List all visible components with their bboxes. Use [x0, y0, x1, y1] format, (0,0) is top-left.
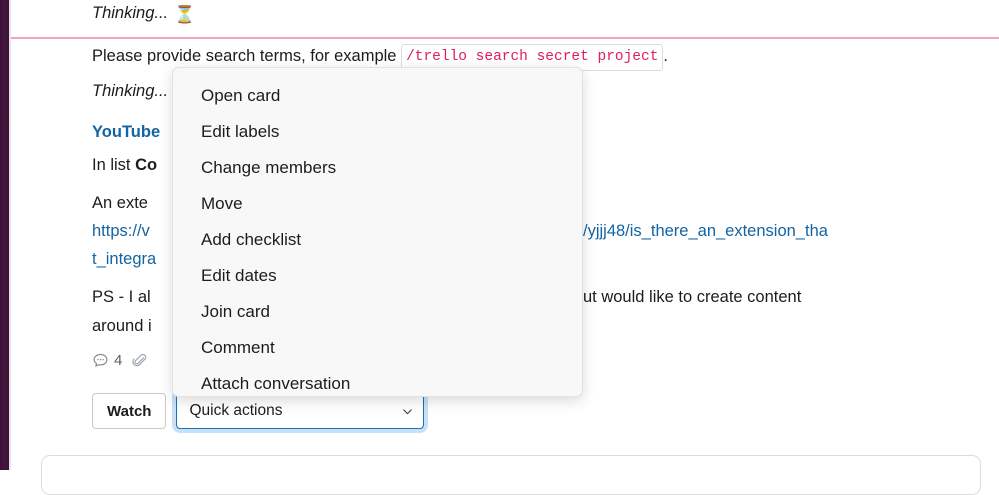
quick-actions-dropdown-menu[interactable]: Open card Edit labels Change members Mov… — [172, 67, 583, 397]
comment-count-item[interactable]: 4 — [92, 352, 122, 369]
menu-item-edit-labels[interactable]: Edit labels — [201, 122, 280, 141]
message-divider — [11, 37, 999, 39]
menu-item-change-members[interactable]: Change members — [201, 158, 337, 177]
example-command-code: /trello search secret project — [401, 44, 664, 71]
ps-line-left: PS - I al — [92, 288, 151, 306]
menu-item-attach-conversation[interactable]: Attach conversation — [201, 374, 351, 393]
watch-button[interactable]: Watch — [92, 393, 167, 429]
menu-item-edit-dates[interactable]: Edit dates — [201, 266, 277, 285]
ps-line-second: around i — [92, 317, 152, 335]
message-pane: Thinking... ⏳ Please provide search terms… — [11, 0, 999, 495]
comment-count-label: 4 — [114, 352, 123, 369]
quick-actions-selected-value: Quick actions — [189, 402, 283, 419]
hourglass-emoji: ⏳ — [174, 5, 196, 24]
menu-item-comment[interactable]: Comment — [201, 338, 275, 357]
menu-item-add-checklist[interactable]: Add checklist — [201, 230, 302, 249]
attachment-item[interactable] — [131, 352, 148, 369]
thinking-status-second-label: Thinking... — [92, 82, 169, 100]
thinking-status-top-label: Thinking... — [92, 4, 169, 22]
thinking-status-top: Thinking... ⏳ — [92, 4, 195, 25]
card-actions-row: Watch Quick actions — [92, 393, 425, 429]
card-url-wrap: t_integra — [92, 248, 156, 270]
card-title-link[interactable]: YouTube — [92, 121, 160, 143]
message-composer[interactable] — [41, 455, 981, 495]
card-url-head-text[interactable]: https://v — [92, 222, 150, 240]
card-url-wrap-text[interactable]: t_integra — [92, 250, 157, 268]
thinking-status-second: Thinking... — [92, 82, 168, 101]
card-list-prefix: In list — [92, 156, 136, 174]
card-meta-row: 4 — [92, 352, 148, 369]
quick-actions-select[interactable]: Quick actions — [176, 393, 425, 429]
app-rail — [0, 0, 9, 470]
card-description-line: An exte — [92, 194, 148, 212]
menu-item-join-card[interactable]: Join card — [201, 302, 270, 321]
menu-item-open-card[interactable]: Open card — [201, 86, 281, 105]
card-title-text: YouTube — [92, 123, 161, 141]
prompt-prefix-text: Please provide search terms, for example — [92, 47, 397, 65]
card-list-name: Co — [135, 156, 158, 174]
comment-bubble-icon — [92, 352, 109, 369]
paperclip-icon — [131, 352, 148, 369]
chevron-down-icon — [401, 405, 413, 417]
ps-line-right: ut would like to create content — [583, 288, 802, 306]
prompt-line: Please provide search terms, for example… — [92, 44, 668, 71]
card-list-line: In list Co — [92, 154, 157, 176]
card-url-tail: /yjjj48/is_there_an_extension_tha — [583, 220, 828, 242]
prompt-suffix-text: . — [663, 47, 668, 65]
card-url-head: https://v — [92, 220, 150, 242]
menu-item-move[interactable]: Move — [201, 194, 243, 213]
rail-divider — [9, 0, 11, 470]
card-url-tail-text[interactable]: /yjjj48/is_there_an_extension_tha — [583, 222, 828, 240]
